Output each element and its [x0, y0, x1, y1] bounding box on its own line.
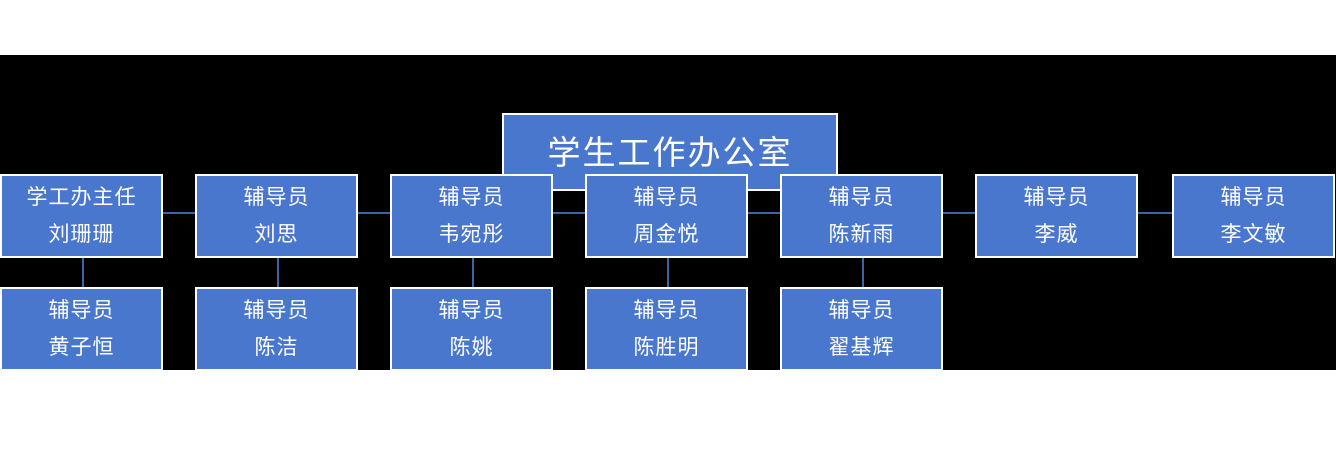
connector-child-5: [862, 258, 864, 287]
org-node-title: 辅导员: [1220, 185, 1287, 209]
org-node-level3-2[interactable]: 辅导员 陈洁: [195, 287, 358, 370]
org-node-title: 辅导员: [48, 298, 115, 322]
org-node-title: 辅导员: [438, 185, 505, 209]
connector-child-1: [82, 258, 84, 287]
org-node-level2-3[interactable]: 辅导员 韦宛彤: [390, 174, 553, 258]
org-node-level3-1[interactable]: 辅导员 黄子恒: [0, 287, 163, 370]
org-node-title: 辅导员: [828, 298, 895, 322]
connector-child-3: [472, 258, 474, 287]
org-chart-canvas: 学生工作办公室 学工办主任 刘珊珊 辅导员 刘思 辅导员 韦宛彤 辅导员 周金悦…: [0, 55, 1336, 370]
org-node-level2-5[interactable]: 辅导员 陈新雨: [780, 174, 943, 258]
org-node-name: 李文敏: [1220, 222, 1287, 246]
org-node-name: 陈洁: [254, 335, 299, 359]
org-node-title: 辅导员: [828, 185, 895, 209]
connector-child-2: [277, 258, 279, 287]
org-node-level3-3[interactable]: 辅导员 陈姚: [390, 287, 553, 370]
org-node-level3-4[interactable]: 辅导员 陈胜明: [585, 287, 748, 370]
org-node-title: 辅导员: [1023, 185, 1090, 209]
org-node-name: 韦宛彤: [438, 222, 505, 246]
org-node-title: 辅导员: [633, 298, 700, 322]
org-node-title: 辅导员: [633, 185, 700, 209]
org-node-title: 辅导员: [243, 298, 310, 322]
org-node-name: 陈胜明: [633, 335, 700, 359]
org-node-title: 学工办主任: [26, 185, 137, 209]
org-node-level3-5[interactable]: 辅导员 翟基辉: [780, 287, 943, 370]
org-node-title: 辅导员: [438, 298, 505, 322]
org-node-name: 陈新雨: [828, 222, 895, 246]
connector-child-4: [667, 258, 669, 287]
org-node-level2-4[interactable]: 辅导员 周金悦: [585, 174, 748, 258]
org-node-name: 翟基辉: [828, 335, 895, 359]
org-node-name: 周金悦: [633, 222, 700, 246]
org-node-name: 李威: [1034, 222, 1079, 246]
org-node-level2-2[interactable]: 辅导员 刘思: [195, 174, 358, 258]
org-node-level2-7[interactable]: 辅导员 李文敏: [1172, 174, 1335, 258]
org-node-name: 黄子恒: [48, 335, 115, 359]
org-node-level2-6[interactable]: 辅导员 李威: [975, 174, 1138, 258]
org-node-root-title: 学生工作办公室: [547, 132, 793, 172]
org-node-name: 陈姚: [449, 335, 494, 359]
org-node-name: 刘珊珊: [48, 222, 115, 246]
org-node-title: 辅导员: [243, 185, 310, 209]
org-node-level2-1[interactable]: 学工办主任 刘珊珊: [0, 174, 163, 258]
org-node-name: 刘思: [254, 222, 299, 246]
